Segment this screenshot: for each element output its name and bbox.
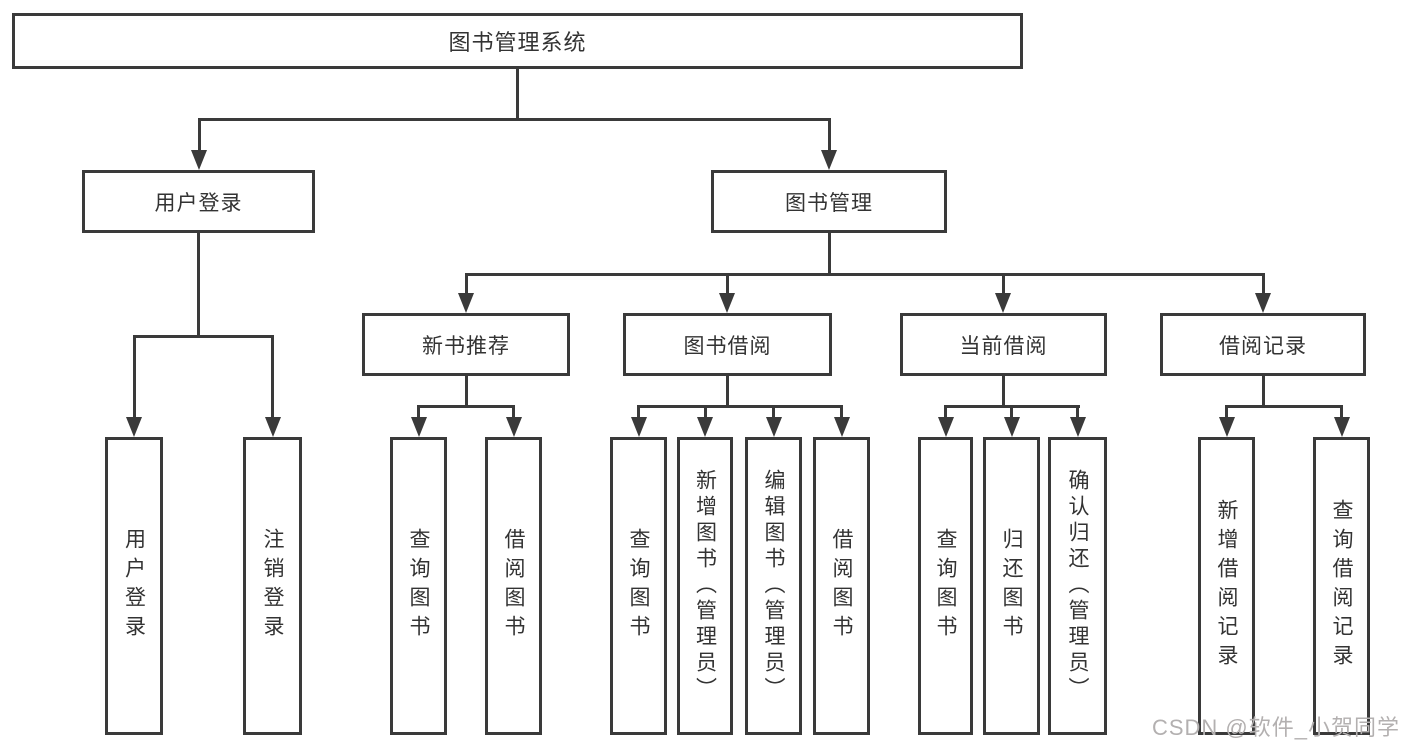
arrow-down-icon: [458, 293, 474, 313]
node-borrow-record: 借阅记录: [1160, 313, 1366, 376]
leaf-record-query-label: 查询借阅记录: [1330, 499, 1353, 673]
connector-line: [198, 118, 201, 152]
leaf-borrow-add: 新增图书（管理员）: [677, 437, 733, 735]
connector-line: [704, 405, 707, 420]
connector-line: [465, 273, 1265, 276]
leaf-borrow-query: 查询图书: [610, 437, 667, 735]
leaf-current-confirm: 确认归还（管理员）: [1048, 437, 1107, 735]
connector-line: [1262, 376, 1265, 408]
connector-line: [133, 335, 274, 338]
arrow-down-icon: [697, 417, 713, 437]
connector-line: [1340, 405, 1343, 420]
arrow-down-icon: [1070, 417, 1086, 437]
connector-line: [465, 376, 468, 408]
leaf-user-login-label: 用户登录: [122, 528, 146, 644]
connector-line: [1076, 405, 1079, 420]
leaf-newbook-query: 查询图书: [390, 437, 447, 735]
node-book-mgmt-label: 图书管理: [785, 191, 873, 215]
node-user-login-label: 用户登录: [154, 191, 243, 215]
arrow-down-icon: [938, 417, 954, 437]
leaf-user-login: 用户登录: [105, 437, 163, 735]
leaf-newbook-borrow-label: 借阅图书: [502, 528, 525, 644]
connector-line: [1002, 376, 1005, 408]
arrow-down-icon: [631, 417, 647, 437]
arrow-down-icon: [126, 417, 142, 437]
leaf-record-add-label: 新增借阅记录: [1215, 499, 1238, 673]
connector-line: [417, 405, 515, 408]
node-user-login: 用户登录: [82, 170, 315, 233]
arrow-down-icon: [411, 417, 427, 437]
connector-line: [637, 405, 640, 420]
leaf-current-query-label: 查询图书: [934, 528, 957, 644]
connector-line: [726, 376, 729, 408]
leaf-borrow-edit: 编辑图书（管理员）: [745, 437, 802, 735]
connector-line: [944, 405, 947, 420]
leaf-current-query: 查询图书: [918, 437, 973, 735]
leaf-newbook-query-label: 查询图书: [407, 528, 430, 644]
connector-line: [465, 273, 468, 296]
arrow-down-icon: [1004, 417, 1020, 437]
connector-line: [133, 335, 136, 419]
leaf-current-return-label: 归还图书: [1000, 528, 1023, 644]
connector-line: [840, 405, 843, 420]
leaf-logout: 注销登录: [243, 437, 302, 735]
leaf-borrow-borrow: 借阅图书: [813, 437, 870, 735]
leaf-logout-label: 注销登录: [261, 528, 284, 644]
connector-line: [271, 335, 274, 419]
connector-line: [198, 118, 831, 121]
leaf-current-return: 归还图书: [983, 437, 1040, 735]
leaf-current-confirm-label: 确认归还（管理员）: [1066, 469, 1089, 703]
leaf-borrow-add-label: 新增图书（管理员）: [693, 469, 717, 703]
node-root: 图书管理系统: [12, 13, 1023, 69]
node-book-mgmt: 图书管理: [711, 170, 947, 233]
leaf-borrow-edit-label: 编辑图书（管理员）: [762, 469, 785, 703]
arrow-down-icon: [1219, 417, 1235, 437]
connector-line: [516, 69, 519, 121]
arrow-down-icon: [506, 417, 522, 437]
node-book-borrow: 图书借阅: [623, 313, 832, 376]
connector-line: [772, 405, 775, 420]
node-new-book-rec: 新书推荐: [362, 313, 570, 376]
leaf-record-query: 查询借阅记录: [1313, 437, 1370, 735]
leaf-newbook-borrow: 借阅图书: [485, 437, 542, 735]
connector-line: [417, 405, 420, 420]
connector-line: [197, 233, 200, 338]
arrow-down-icon: [995, 293, 1011, 313]
connector-line: [1225, 405, 1343, 408]
connector-line: [512, 405, 515, 420]
leaf-record-add: 新增借阅记录: [1198, 437, 1255, 735]
arrow-down-icon: [191, 150, 207, 170]
connector-line: [828, 118, 831, 152]
node-borrow-record-label: 借阅记录: [1219, 334, 1307, 358]
connector-line: [828, 233, 831, 276]
arrow-down-icon: [719, 293, 735, 313]
connector-line: [1010, 405, 1013, 420]
node-current-borrow-label: 当前借阅: [959, 334, 1048, 358]
connector-line: [1002, 273, 1005, 296]
node-current-borrow: 当前借阅: [900, 313, 1107, 376]
connector-line: [1262, 273, 1265, 296]
arrow-down-icon: [1334, 417, 1350, 437]
connector-line: [1225, 405, 1228, 420]
node-new-book-rec-label: 新书推荐: [422, 334, 510, 358]
watermark: CSDN @软件_小贺同学: [1151, 715, 1400, 740]
leaf-borrow-borrow-label: 借阅图书: [830, 528, 853, 644]
leaf-borrow-query-label: 查询图书: [627, 528, 650, 644]
node-root-label: 图书管理系统: [448, 30, 587, 55]
arrow-down-icon: [766, 417, 782, 437]
arrow-down-icon: [265, 417, 281, 437]
arrow-down-icon: [1255, 293, 1271, 313]
arrow-down-icon: [834, 417, 850, 437]
node-book-borrow-label: 图书借阅: [683, 334, 772, 358]
connector-line: [637, 405, 843, 408]
arrow-down-icon: [821, 150, 837, 170]
connector-line: [726, 273, 729, 296]
